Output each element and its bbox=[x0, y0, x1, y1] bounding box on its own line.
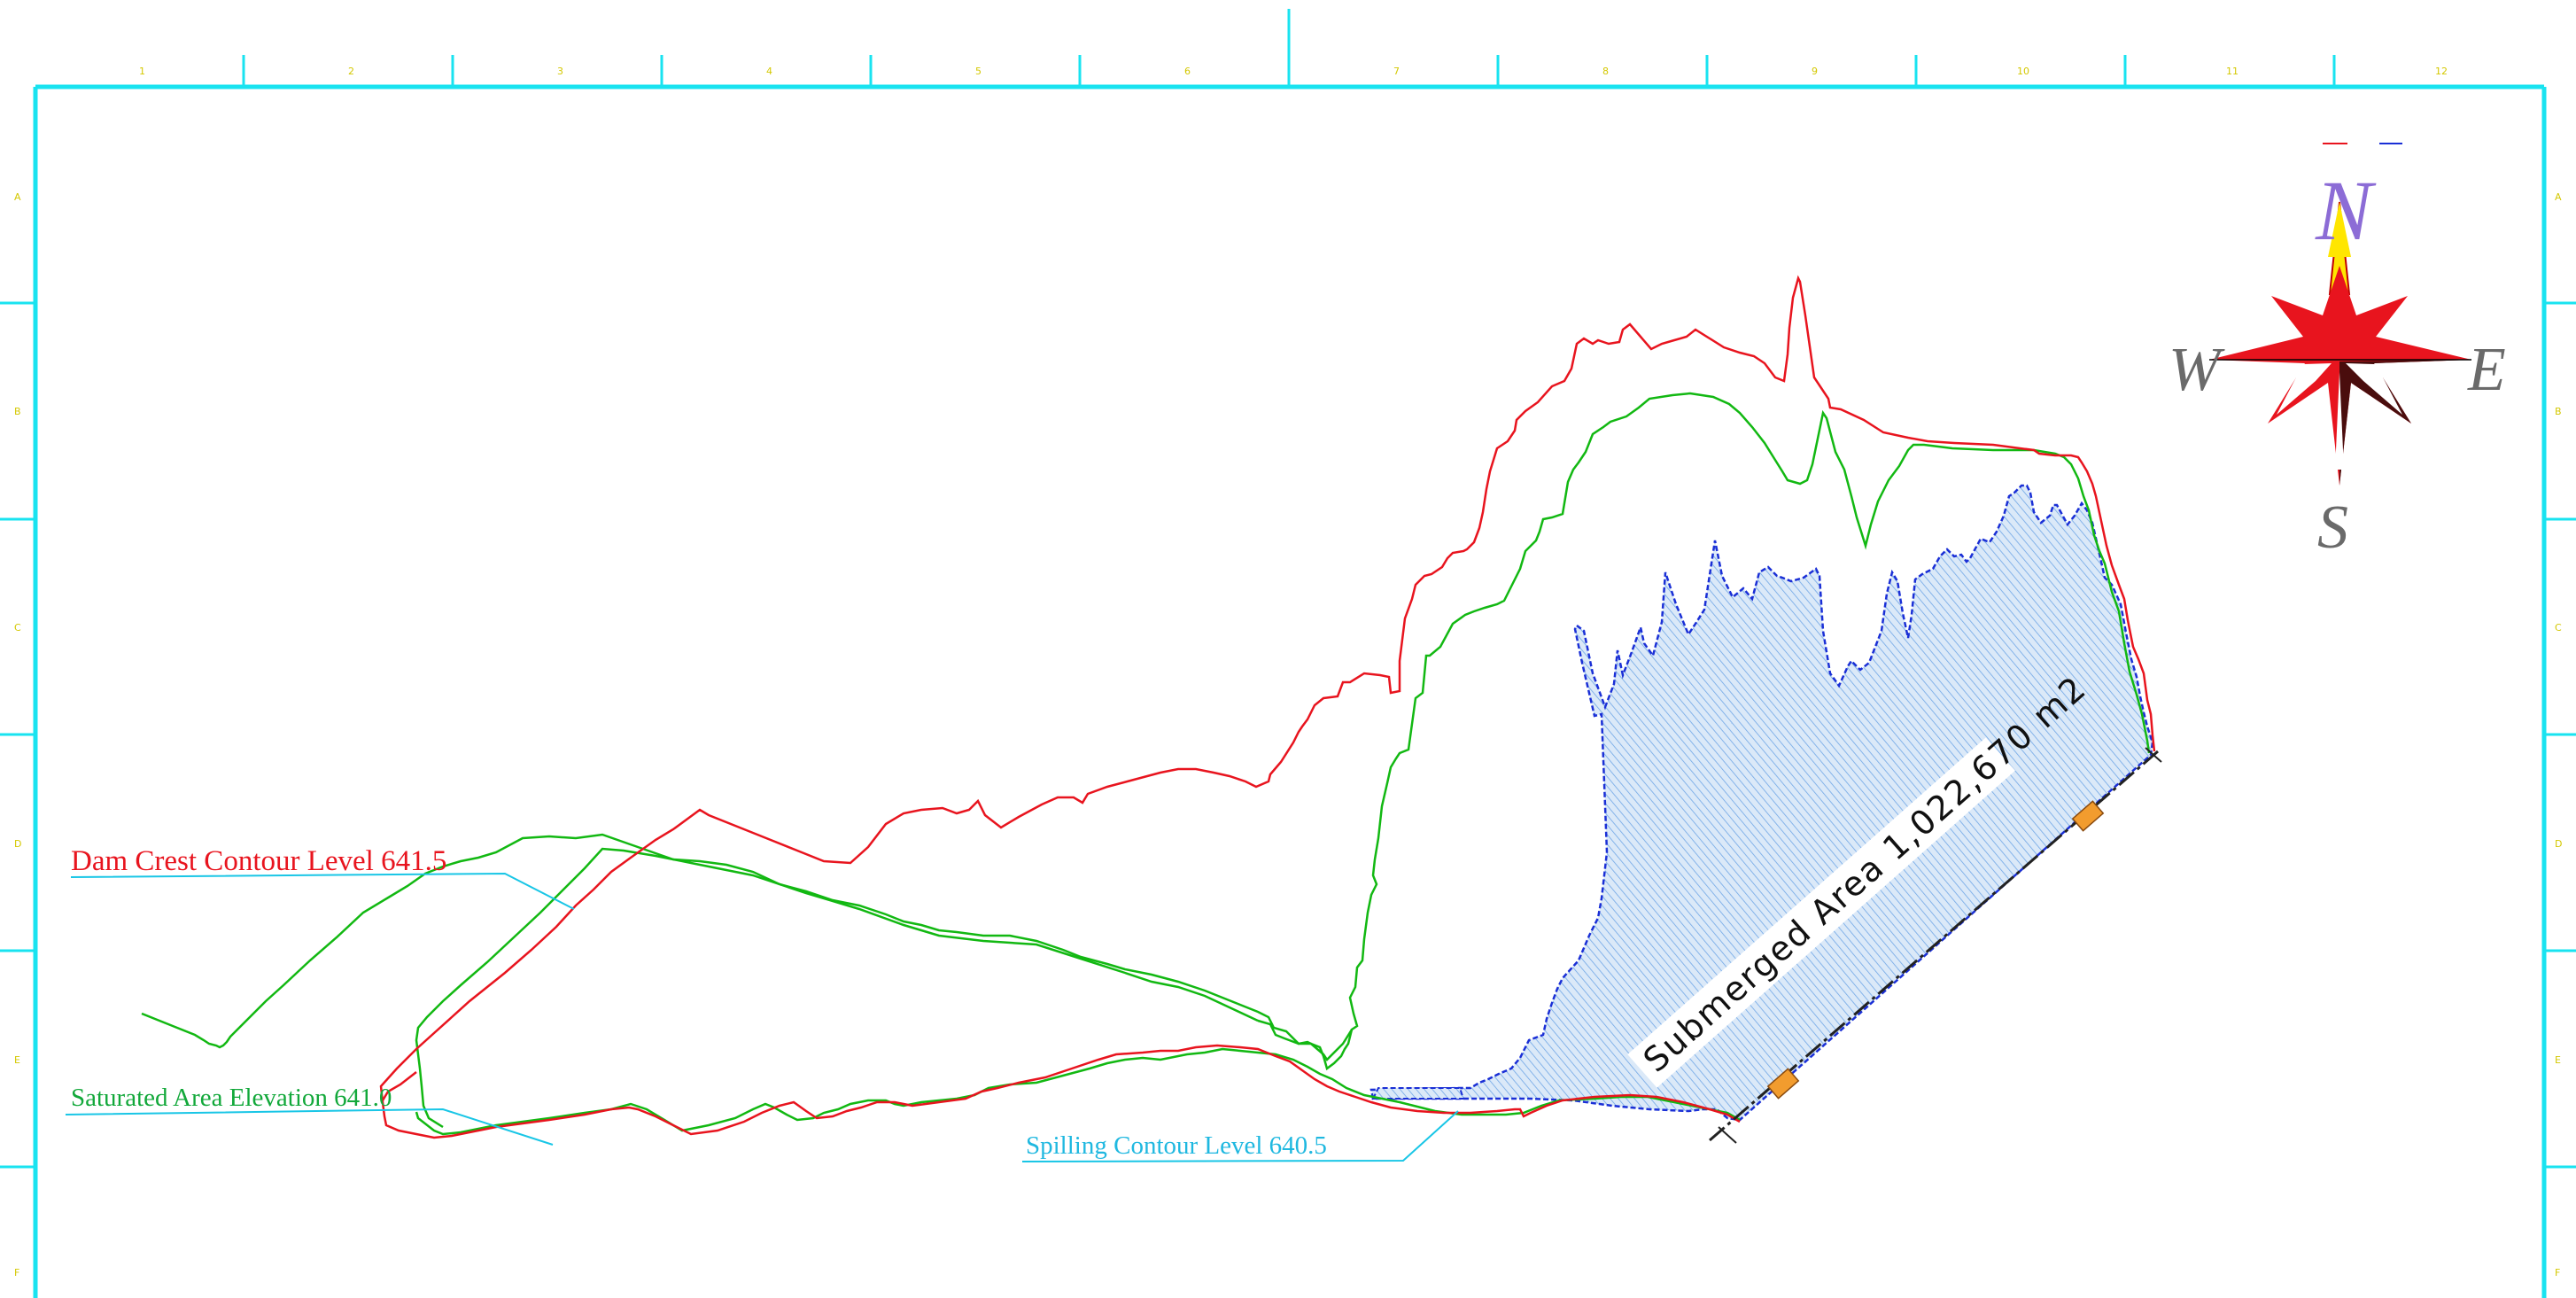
compass-star-dark bbox=[2339, 360, 2471, 486]
frame-num: 10 bbox=[2017, 66, 2029, 77]
drawing-frame bbox=[0, 9, 2576, 1298]
frame-num: 11 bbox=[2226, 66, 2238, 77]
compass-north-letter: N bbox=[2315, 163, 2377, 258]
dam-crest-leader bbox=[70, 872, 575, 910]
compass-south-letter: S bbox=[2317, 494, 2348, 562]
submerged-area-hatch bbox=[1369, 484, 2154, 1122]
frame-letter: A bbox=[2555, 191, 2562, 203]
frame-num: 12 bbox=[2435, 66, 2448, 77]
frame-letter: E bbox=[2555, 1054, 2561, 1066]
saturated-area-label: Saturated Area Elevation 641.0 bbox=[71, 1084, 392, 1112]
frame-row-letters-left: A B C D E F bbox=[14, 191, 21, 1279]
spilling-contour-label: Spilling Contour Level 640.5 bbox=[1026, 1131, 1327, 1160]
frame-letter: F bbox=[2555, 1267, 2560, 1279]
submerged-shelf bbox=[1371, 1087, 1465, 1100]
dam-axis bbox=[1709, 747, 2162, 1144]
frame-num: 6 bbox=[1184, 66, 1191, 77]
submerged-area-label-band bbox=[1627, 737, 2015, 1088]
frame-num: 4 bbox=[766, 66, 772, 77]
leader-lines bbox=[65, 872, 1459, 1162]
dam-marker bbox=[2071, 800, 2105, 832]
dam-crest-west-arm bbox=[381, 1071, 417, 1101]
frame-row-letters-right: A B C D E F bbox=[2555, 191, 2562, 1279]
frame-letter: D bbox=[2555, 838, 2562, 850]
frame-num: 9 bbox=[1812, 66, 1818, 77]
frame-column-numbers: 1 2 3 4 5 6 7 8 9 10 11 12 bbox=[139, 66, 2448, 77]
compass-west-letter: W bbox=[2169, 336, 2225, 404]
frame-num: 8 bbox=[1602, 66, 1609, 77]
frame-letter: C bbox=[2555, 622, 2562, 633]
dam-crest-contour bbox=[379, 275, 2156, 1139]
frame-letter: B bbox=[2555, 406, 2562, 417]
saturated-leader bbox=[65, 1108, 554, 1146]
spilling-leader bbox=[1021, 1110, 1459, 1162]
dam-marker bbox=[1766, 1068, 1800, 1100]
frame-letter: A bbox=[14, 191, 21, 203]
frame-letter: C bbox=[14, 622, 21, 633]
frame-num: 3 bbox=[557, 66, 563, 77]
saturated-area-west-lobe bbox=[415, 847, 1354, 1129]
frame-letter: D bbox=[14, 838, 21, 850]
dam-crest-label: Dam Crest Contour Level 641.5 bbox=[71, 845, 446, 877]
frame-letter: E bbox=[14, 1054, 20, 1066]
frame-num: 2 bbox=[348, 66, 354, 77]
frame-num: 1 bbox=[139, 66, 145, 77]
frame-letter: B bbox=[14, 406, 21, 417]
frame-letter: F bbox=[14, 1267, 19, 1279]
frame-num: 7 bbox=[1393, 66, 1400, 77]
compass-rose: N E W S bbox=[2169, 143, 2506, 562]
frame-num: 5 bbox=[975, 66, 982, 77]
compass-east-letter: E bbox=[2467, 336, 2506, 404]
